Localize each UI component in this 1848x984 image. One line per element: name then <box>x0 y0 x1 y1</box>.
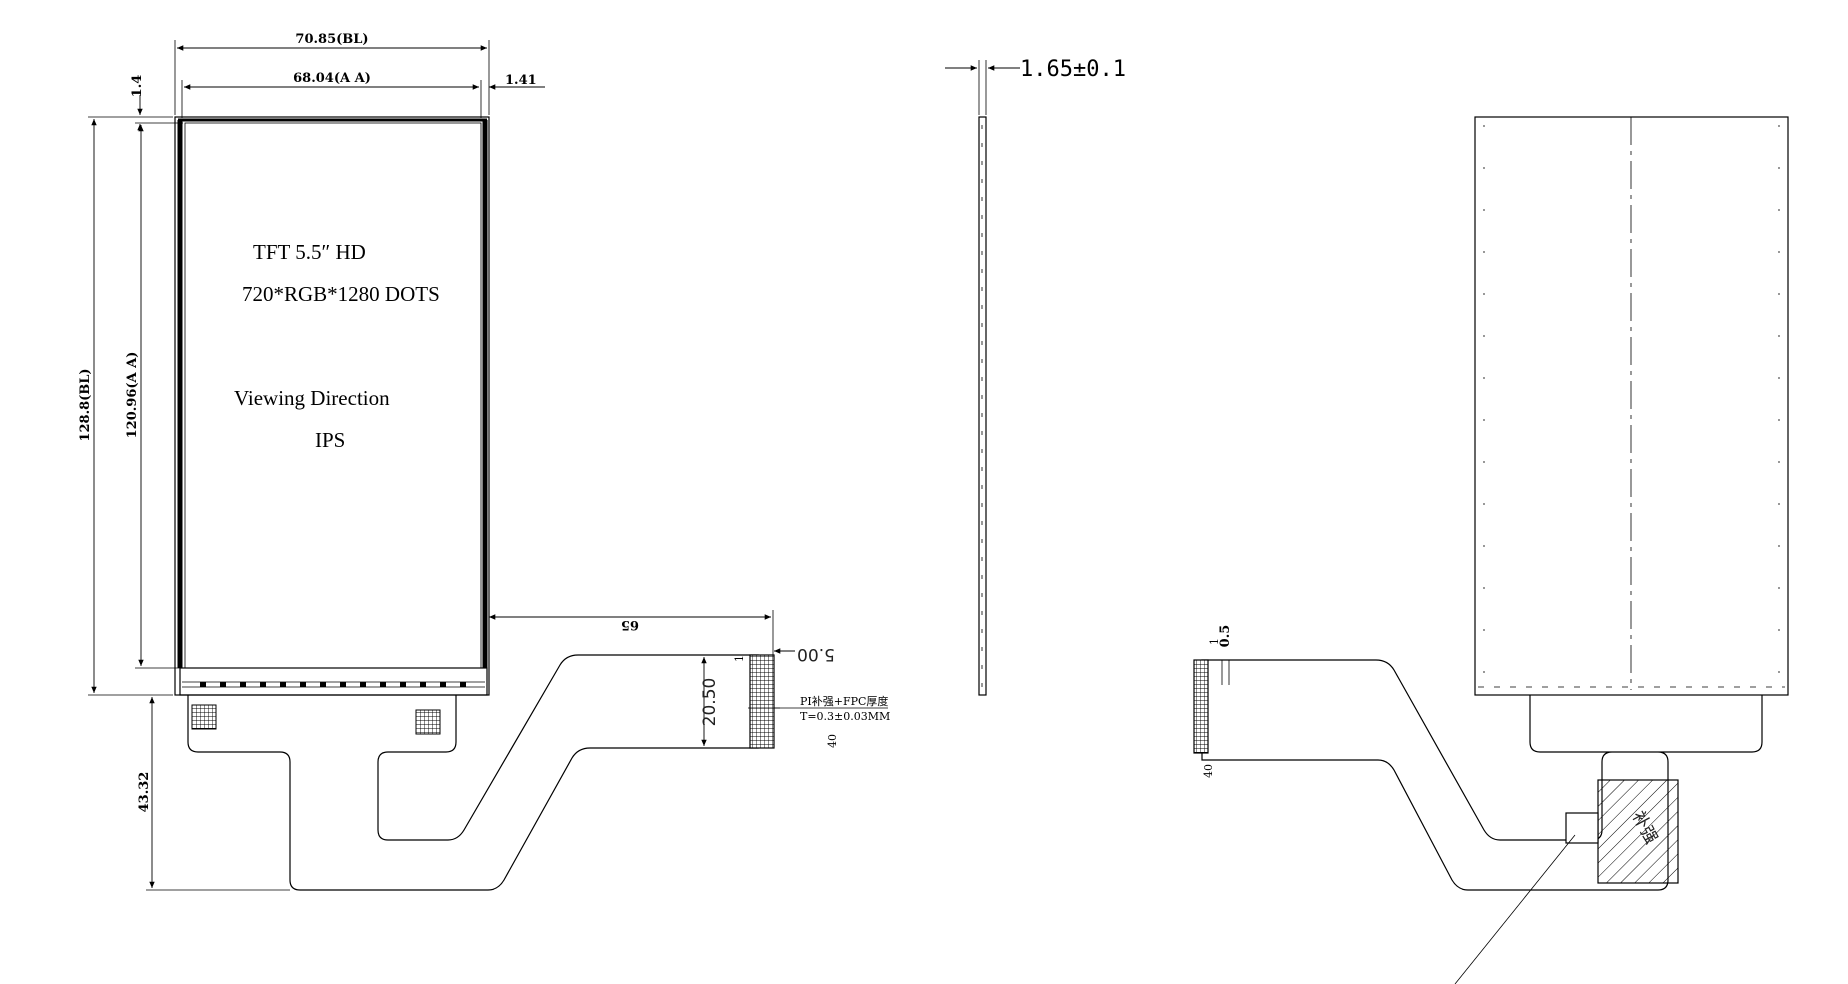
viewing-direction-value: IPS <box>315 428 345 452</box>
svg-text:70.85(BL): 70.85(BL) <box>295 32 368 47</box>
front-pin-last: 40 <box>826 734 839 748</box>
stiffener-note: PI补强+FPC厚度 T=0.3±0.03MM <box>774 694 890 723</box>
dim-back-gap <box>1221 660 1230 685</box>
svg-text:T=0.3±0.03MM: T=0.3±0.03MM <box>800 710 890 723</box>
side-view: 1.65±0.1 <box>945 57 1126 696</box>
back-fingers <box>1193 659 1209 754</box>
back-leader-line <box>1454 834 1576 984</box>
back-view: 0.5 1 40 补强 <box>1193 116 1789 984</box>
svg-text:1.41: 1.41 <box>505 73 537 88</box>
viewing-direction-label: Viewing Direction <box>234 386 390 410</box>
front-pin-one: 1 <box>733 655 746 662</box>
dim-fpc-offset: 65 <box>489 610 774 655</box>
svg-text:5.00: 5.00 <box>797 644 835 664</box>
svg-text:1.4: 1.4 <box>130 75 145 98</box>
dim-finger-width: 20.50 <box>698 654 748 749</box>
svg-text:20.50: 20.50 <box>700 678 720 727</box>
component-right <box>415 709 441 735</box>
svg-text:PI补强+FPC厚度: PI补强+FPC厚度 <box>800 694 888 708</box>
back-pin-one: 1 <box>1208 638 1221 645</box>
back-stiffener-notch <box>1565 812 1599 844</box>
dim-outline-width: 70.85(BL) <box>174 32 490 115</box>
component-left <box>191 704 217 730</box>
back-pin-last: 40 <box>1202 764 1215 778</box>
svg-text:120.96(A A): 120.96(A A) <box>125 352 140 439</box>
panel-resolution: 720*RGB*1280 DOTS <box>242 282 440 306</box>
back-gap-label: 0.5 <box>1218 625 1233 648</box>
fpc-outline <box>187 654 759 891</box>
dim-active-width: 68.04(A A) <box>181 71 482 118</box>
back-frame <box>1474 116 1789 696</box>
driver-pads <box>200 682 466 687</box>
back-stiffener <box>1597 779 1679 884</box>
gold-fingers <box>749 654 775 749</box>
side-thickness-label: 1.65±0.1 <box>1020 57 1126 82</box>
svg-text:43.32: 43.32 <box>137 772 152 813</box>
front-view: TFT 5.5″ HD 720*RGB*1280 DOTS Viewing Di… <box>78 32 890 891</box>
dim-right-gap: 1.41 <box>489 73 545 90</box>
side-profile <box>978 116 987 696</box>
dim-outline-height: 128.8(BL) <box>78 116 173 696</box>
svg-text:65: 65 <box>621 617 639 632</box>
dim-finger-pitch: 5.00 <box>774 644 835 664</box>
svg-text:68.04(A A): 68.04(A A) <box>293 71 371 86</box>
driver-band <box>179 667 488 696</box>
panel-title: TFT 5.5″ HD <box>253 240 366 264</box>
dim-fpc-length: 43.32 <box>137 697 290 891</box>
dim-active-height: 120.96(A A) <box>125 122 183 669</box>
svg-text:128.8(BL): 128.8(BL) <box>78 368 93 441</box>
dim-top-gap: 1.4 <box>130 75 145 131</box>
